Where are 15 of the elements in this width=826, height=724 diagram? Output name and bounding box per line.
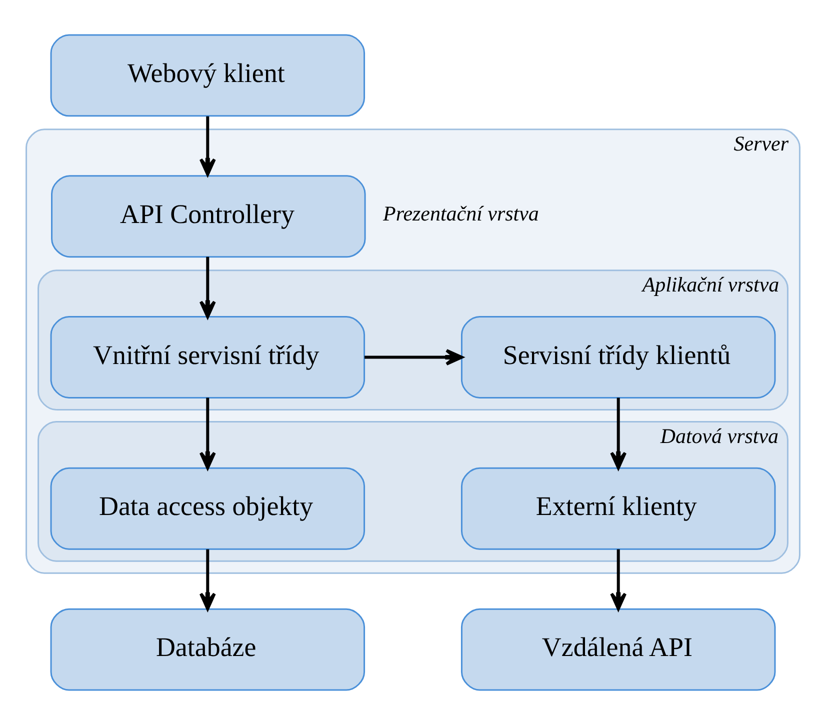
arrow bbox=[199, 116, 216, 176]
node-box: Vnitřní servisní třídy bbox=[50, 316, 366, 398]
node-label: Prezentační vrstva bbox=[383, 200, 539, 225]
node-box: Vzdálená API bbox=[460, 608, 776, 690]
arrow bbox=[199, 256, 216, 318]
arrow bbox=[610, 397, 627, 469]
arrow bbox=[364, 348, 464, 365]
node-box: Servisní třídy klientů bbox=[460, 316, 776, 398]
node-box: Data access objekty bbox=[50, 466, 366, 550]
arrow bbox=[199, 397, 216, 469]
node-box: Webový klient bbox=[50, 34, 366, 116]
arrow bbox=[610, 548, 627, 610]
arrow bbox=[199, 548, 216, 610]
node-box: Externí klienty bbox=[460, 466, 776, 550]
node-box: Databáze bbox=[50, 608, 366, 690]
